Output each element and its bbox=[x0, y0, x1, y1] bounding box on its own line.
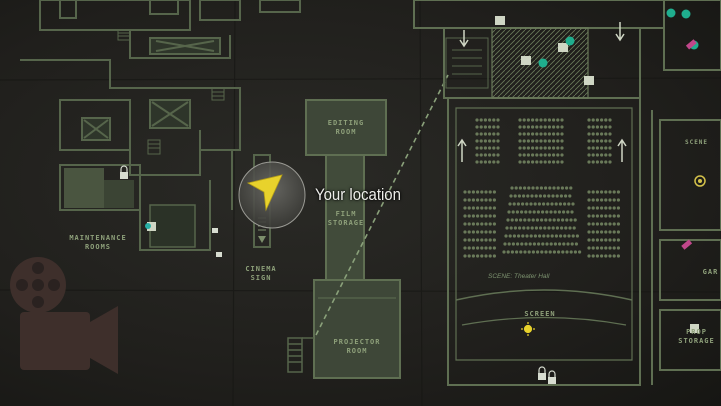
collectible-icon bbox=[681, 39, 697, 250]
scene-label-right: SCENE bbox=[684, 139, 709, 146]
room-label-cinema-sign: CINEMA SIGN bbox=[245, 265, 277, 282]
player-arrow-icon bbox=[246, 174, 283, 212]
room-label-prop-storage: PROP STORAGE bbox=[678, 328, 715, 345]
room-label-screen: SCREEN bbox=[524, 310, 556, 318]
projector-tower bbox=[305, 99, 401, 379]
sun-icon bbox=[521, 322, 535, 336]
player-marker bbox=[238, 161, 306, 229]
film-reel-icon bbox=[10, 257, 118, 374]
sightline bbox=[315, 74, 449, 336]
room-label-maintenance: MAINTENANCE ROOMS bbox=[69, 234, 127, 251]
maintenance-room-block bbox=[64, 168, 104, 208]
scene-label-theater-hall: SCENE: Theater Hall bbox=[488, 273, 550, 280]
theater-seats bbox=[463, 118, 621, 258]
room-label-editing: EDITING ROOM bbox=[327, 119, 365, 136]
room-label-gar: GAR bbox=[702, 268, 719, 276]
room-label-projector: PROJECTOR ROOM bbox=[333, 338, 381, 355]
west-wing-walls bbox=[20, 0, 301, 251]
target-icon bbox=[694, 175, 706, 187]
lock-icon bbox=[120, 165, 556, 384]
room-label-film-storage: FILM STORAGE bbox=[327, 210, 365, 227]
player-location-label: Your location bbox=[315, 185, 401, 204]
